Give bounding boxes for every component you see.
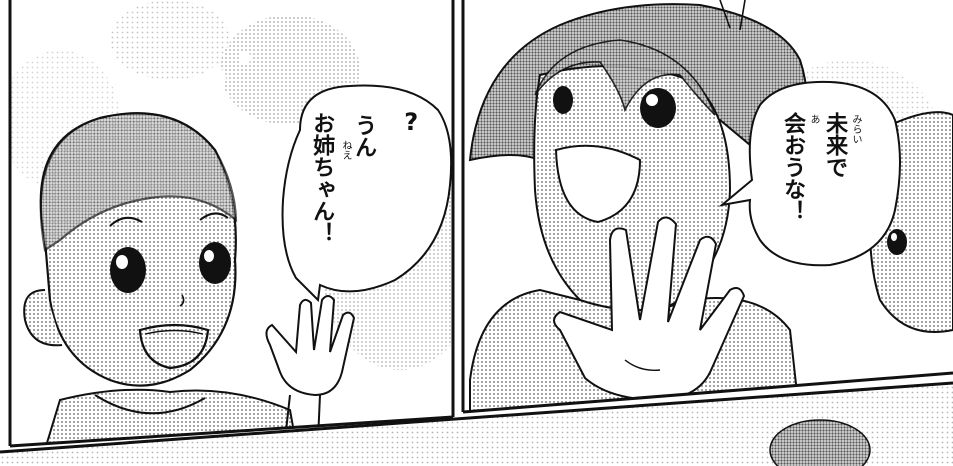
- bubble-right-ruby-side: あ: [808, 114, 819, 124]
- bubble-left-ruby: ねえ: [340, 140, 351, 160]
- speech-bubble-left: [281, 84, 453, 303]
- bubble-left-line-1: うん: [351, 114, 377, 158]
- panel-borders: [0, 0, 953, 454]
- left-panel: [10, 0, 453, 446]
- speech-bubble-right: [718, 80, 901, 267]
- boy-waving-hand: [265, 295, 356, 441]
- bubble-left-question-mark: ?: [397, 108, 426, 136]
- bubble-left-line-2: お姉ちゃん！: [309, 112, 335, 244]
- bubble-right-line-1: 未来で: [822, 112, 848, 178]
- boy-character: [23, 112, 302, 446]
- bubble-right-ruby-top: みらい: [850, 114, 861, 144]
- right-panel: [463, 0, 953, 412]
- bubble-right-line-2: 会おうな！: [780, 112, 806, 222]
